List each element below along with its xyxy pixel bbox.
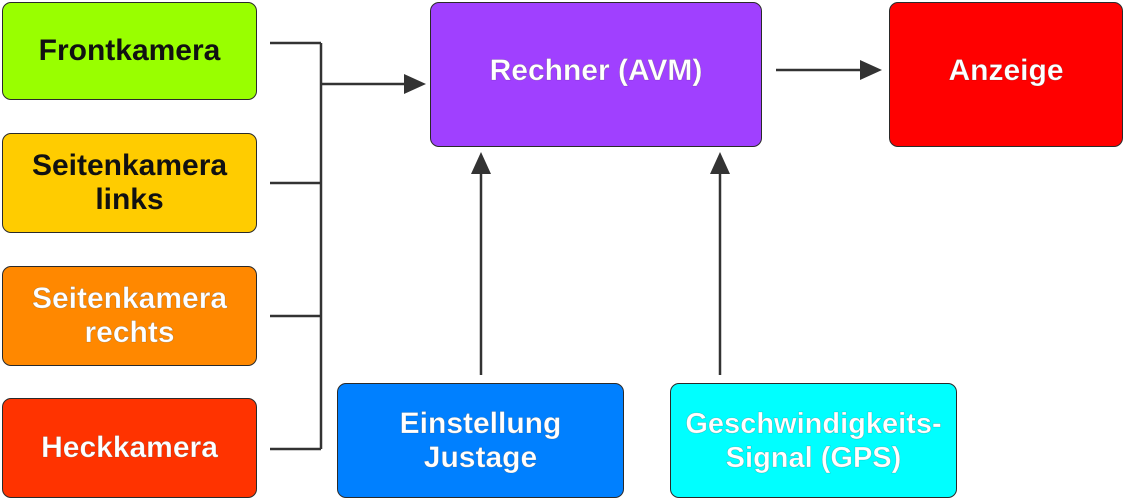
- side-camera-right-box: Seitenkamera rechts: [2, 266, 257, 366]
- speed-signal-box: Geschwindigkeits- Signal (GPS): [670, 383, 957, 498]
- adjustment-label: Einstellung Justage: [399, 406, 562, 474]
- front-camera-box: Frontkamera: [2, 2, 257, 100]
- speed-signal-label: Geschwindigkeits- Signal (GPS): [685, 407, 942, 474]
- side-camera-left-label: Seitenkamera links: [31, 149, 228, 216]
- rear-camera-label: Heckkamera: [41, 431, 218, 465]
- adjustment-box: Einstellung Justage: [337, 383, 624, 498]
- arrowhead-to-display: [860, 60, 882, 80]
- side-camera-right-label: Seitenkamera rechts: [31, 282, 228, 350]
- processor-avm-box: Rechner (AVM): [430, 2, 762, 147]
- arrowhead-speed-to-avm: [710, 152, 730, 174]
- display-label: Anzeige: [948, 53, 1064, 87]
- side-camera-left-box: Seitenkamera links: [2, 133, 257, 233]
- display-box: Anzeige: [889, 2, 1123, 147]
- arrowhead-adjust-to-avm: [471, 152, 491, 174]
- rear-camera-box: Heckkamera: [2, 398, 257, 498]
- front-camera-label: Frontkamera: [38, 34, 221, 67]
- processor-avm-label: Rechner (AVM): [489, 53, 703, 87]
- arrowhead-to-avm: [404, 74, 426, 94]
